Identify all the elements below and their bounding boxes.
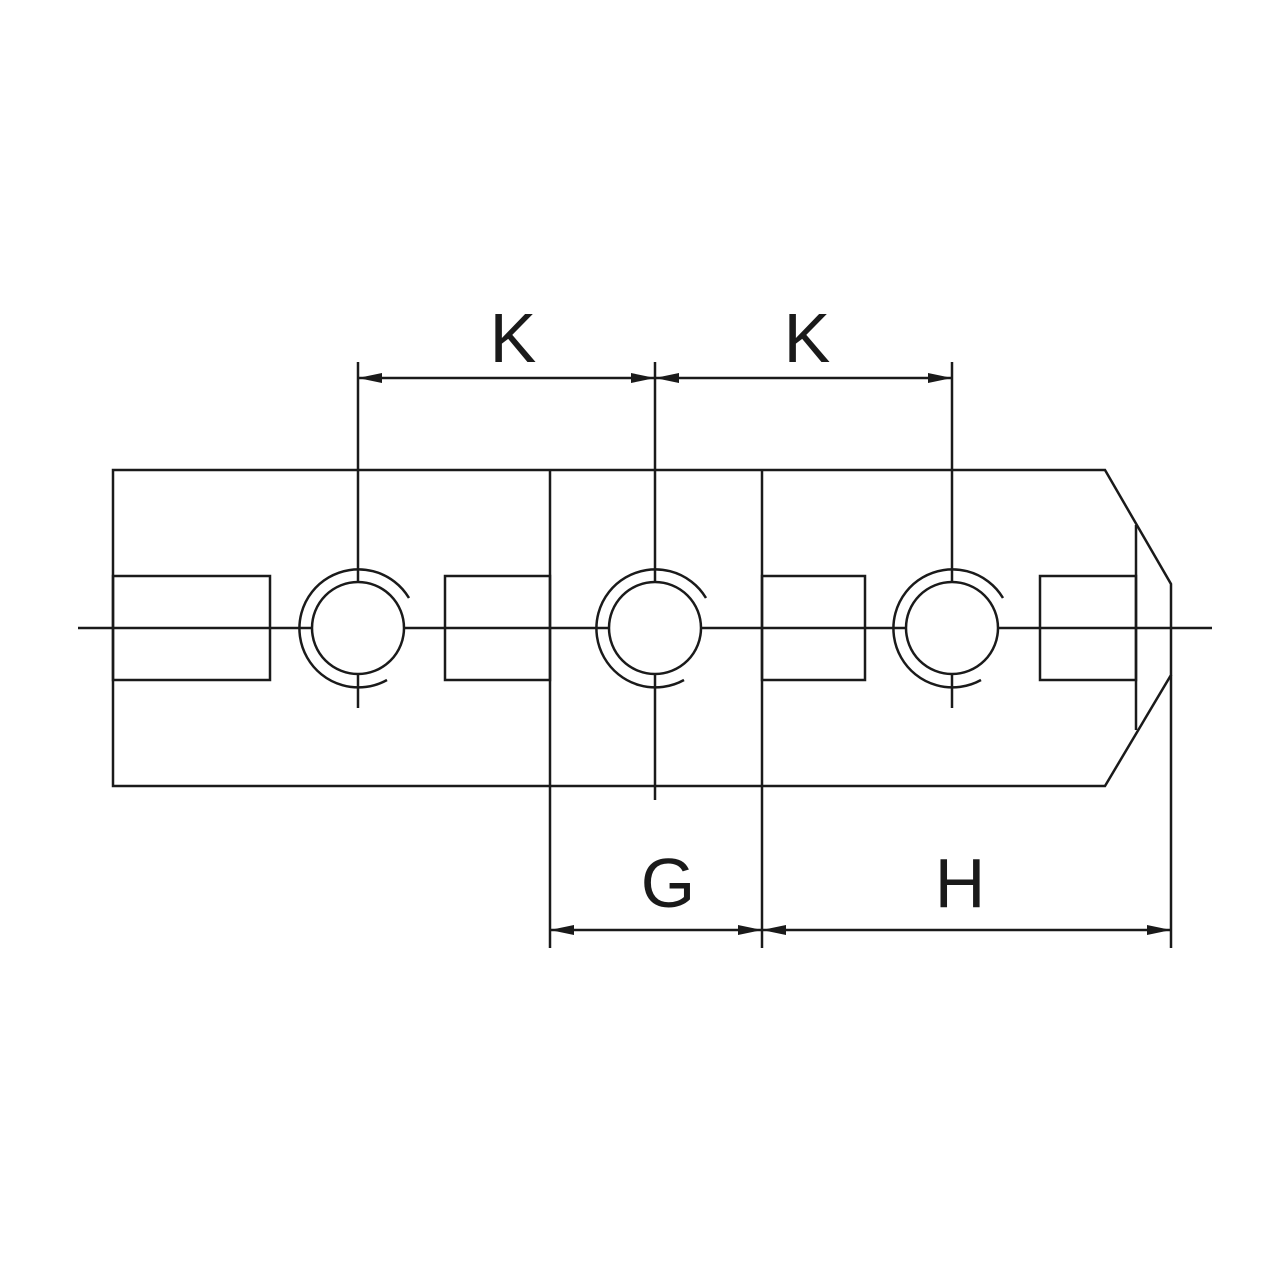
dimension-label-k1: K — [490, 299, 537, 377]
threaded-hole-2 — [595, 362, 708, 800]
dimension-label-g: G — [641, 844, 695, 922]
threaded-hole-3 — [892, 362, 1005, 708]
dimension-label-h: H — [935, 844, 986, 922]
dimension-label-k2: K — [784, 299, 831, 377]
threaded-hole-1 — [298, 362, 411, 708]
